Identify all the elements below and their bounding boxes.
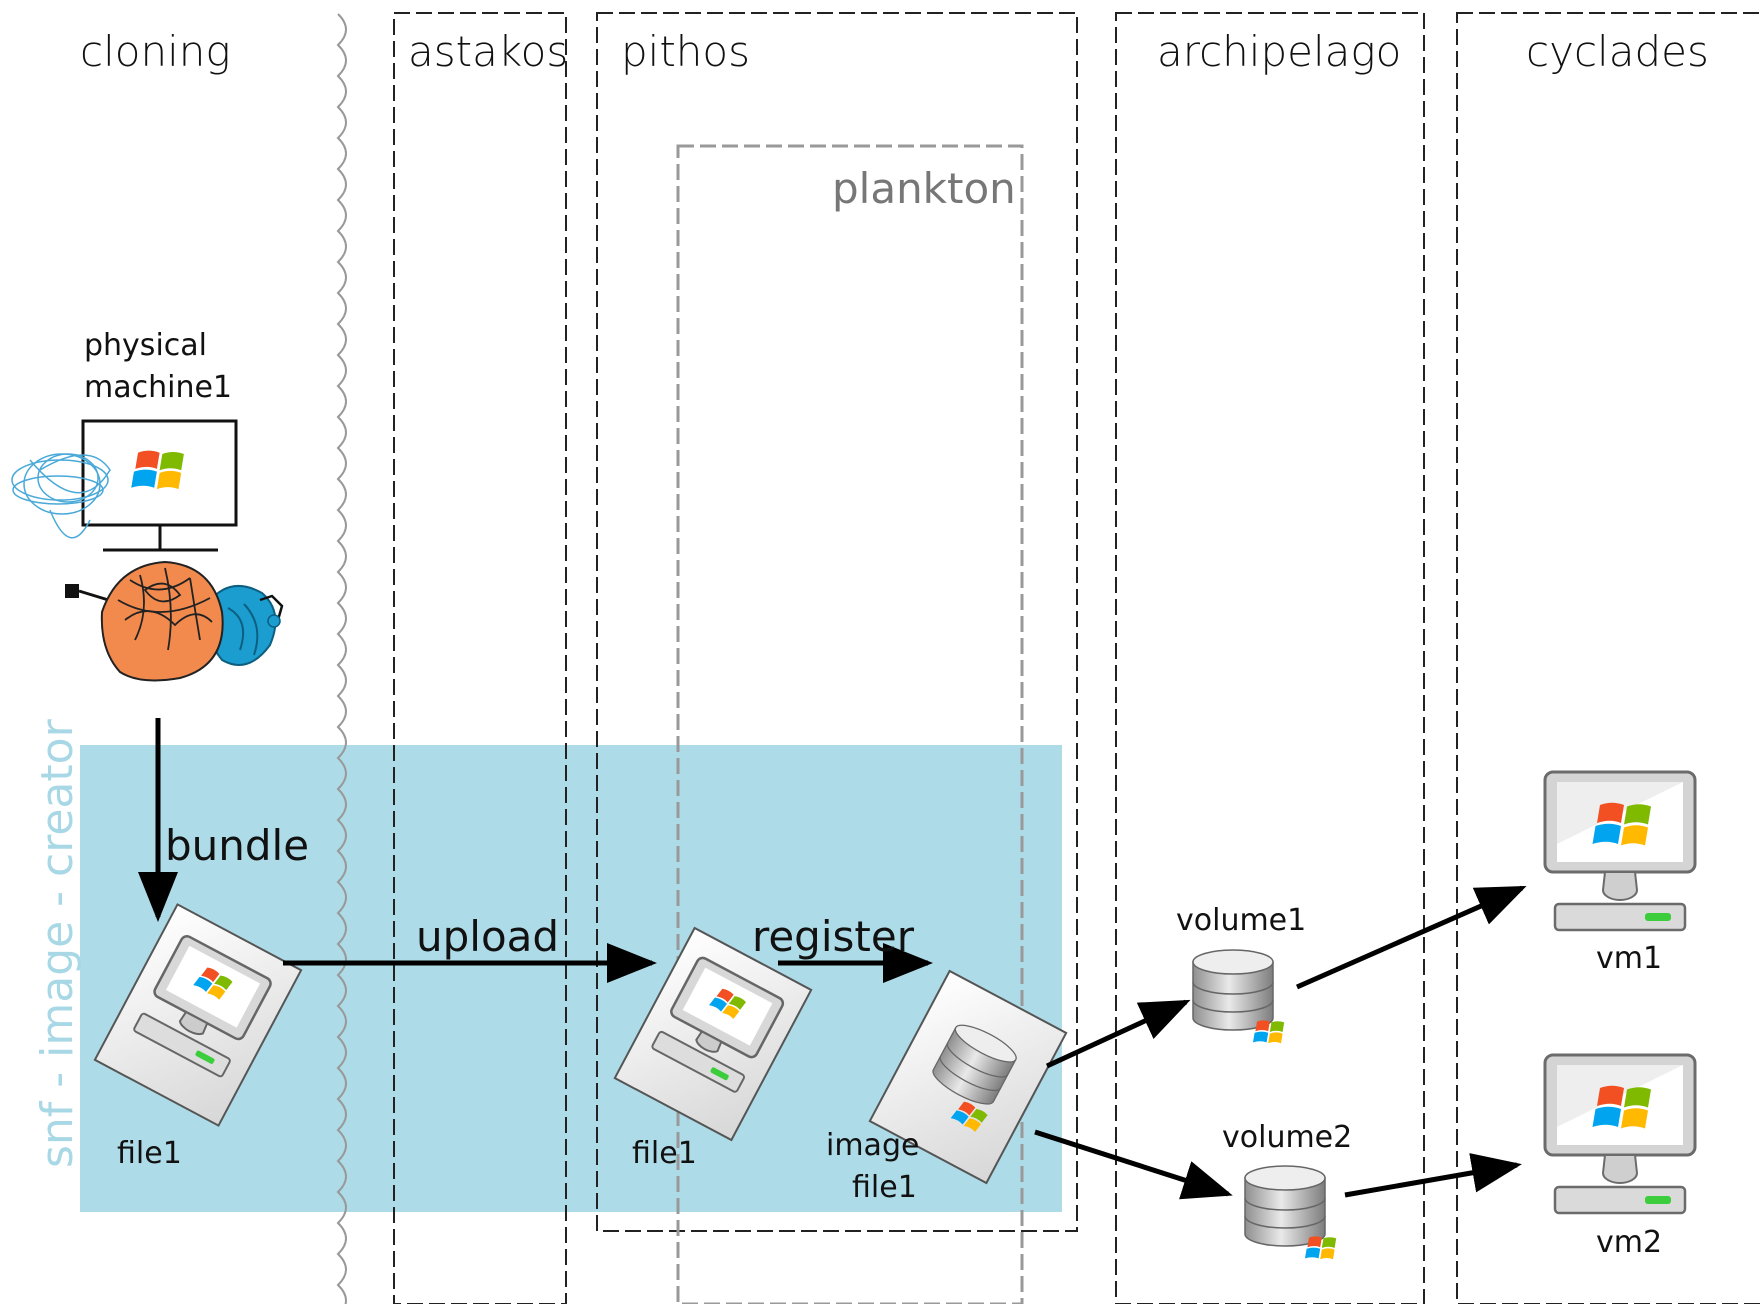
- physical-machine-label-line2: machine1: [84, 370, 232, 405]
- cloning-file-label: file1: [117, 1136, 182, 1171]
- image-file-label-line2: file1: [852, 1170, 917, 1205]
- image-file-label-line1: image: [826, 1128, 919, 1163]
- arrow-volume1-to-vm1: [1295, 885, 1527, 990]
- column-title-cloning: cloning: [80, 27, 231, 76]
- arrow-image-to-volume1: [1045, 999, 1191, 1069]
- pithos-frame: [596, 12, 1078, 1232]
- vm1-icon: [1545, 772, 1695, 930]
- physical-machine-label-line1: physical: [84, 328, 207, 363]
- column-title-cyclades: cyclades: [1526, 27, 1709, 76]
- vm2-label: vm2: [1596, 1225, 1662, 1260]
- snf-image-creator-label: snf - image - creator: [32, 718, 83, 1168]
- arrow-image-to-volume2: [1034, 1129, 1233, 1200]
- image-file-card: [868, 969, 1068, 1185]
- file-card-pithos: [613, 926, 813, 1142]
- column-title-pithos: pithos: [621, 27, 750, 76]
- cyclades-frame: [1456, 12, 1762, 1304]
- upload-label: upload: [416, 912, 559, 961]
- vm2-icon: [1545, 1055, 1695, 1213]
- volume1-label: volume1: [1176, 903, 1306, 938]
- volume2-label: volume2: [1222, 1120, 1352, 1155]
- arrow-volume2-to-vm2: [1344, 1153, 1522, 1198]
- pithos-file-label: file1: [632, 1136, 697, 1171]
- volume1-icon: [1192, 949, 1285, 1044]
- column-title-astakos: astakos: [408, 27, 568, 76]
- file-card-cloning: [93, 903, 303, 1127]
- plankton-frame: [676, 144, 1024, 1304]
- vm1-label: vm1: [1596, 941, 1662, 976]
- wavy-divider: [336, 13, 347, 1304]
- astakos-frame: [393, 12, 567, 1304]
- bundle-label: bundle: [165, 821, 309, 870]
- physical-machine-icon: [11, 419, 284, 682]
- volume2-icon: [1244, 1165, 1337, 1260]
- archipelago-frame: [1115, 12, 1425, 1304]
- register-label: register: [752, 912, 915, 961]
- column-title-archipelago: archipelago: [1157, 27, 1401, 76]
- plankton-label: plankton: [832, 164, 1016, 213]
